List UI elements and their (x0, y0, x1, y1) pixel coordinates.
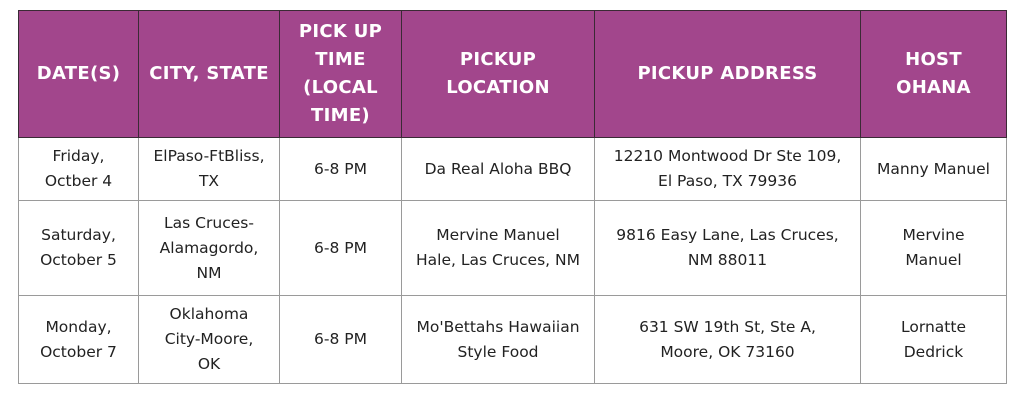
cell-text: Dedrick (903, 342, 964, 361)
cell-text: TX (198, 172, 220, 190)
header-text: CITY, STATE (149, 63, 269, 84)
cell-text: Style Food (457, 342, 539, 361)
cell-pickup-time: 6-8 PM (279, 295, 402, 384)
cell-pickup-time: 6-8 PM (279, 200, 402, 296)
cell-text: October 7 (40, 342, 117, 361)
header-text: PICKUP ADDRESS (637, 63, 818, 84)
cell-text: Manuel (905, 251, 962, 269)
cell-text: Friday, (52, 147, 105, 165)
header-text: HOST (905, 49, 962, 70)
header-pickup-address: PICKUP ADDRESS (594, 10, 861, 138)
cell-text: Da Real Aloha BBQ (424, 159, 572, 178)
cell-text: 9816 Easy Lane, Las Cruces, (616, 226, 839, 244)
cell-dates: Friday, Octber 4 (18, 137, 139, 201)
cell-text: El Paso, TX 79936 (658, 172, 797, 190)
cell-pickup-address: 9816 Easy Lane, Las Cruces, NM 88011 (594, 200, 861, 296)
header-pickup-location: PICKUP LOCATION (401, 10, 595, 138)
cell-text: Alamagordo, (159, 238, 259, 257)
cell-text: 6-8 PM (314, 330, 367, 348)
header-text: TIME) (311, 105, 370, 126)
cell-dates: Monday, October 7 (18, 295, 139, 384)
cell-text: Las Cruces- (164, 213, 254, 232)
cell-city-state: ElPaso-FtBliss, TX (138, 137, 280, 201)
cell-text: NM 88011 (687, 251, 768, 269)
header-dates: DATE(S) (18, 10, 139, 138)
cell-pickup-location: Da Real Aloha BBQ (401, 137, 595, 201)
cell-text: ElPaso-FtBliss, (153, 147, 265, 165)
cell-text: Monday, (45, 317, 112, 336)
header-text: (LOCAL (303, 77, 378, 98)
cell-text: Saturday, (41, 226, 116, 244)
cell-text: 12210 Montwood Dr Ste 109, (613, 147, 842, 165)
cell-text: 6-8 PM (314, 159, 367, 178)
cell-text: Mervine (902, 226, 965, 244)
header-text: TIME (315, 49, 366, 70)
header-text: PICKUP (459, 49, 537, 70)
cell-dates: Saturday, October 5 (18, 200, 139, 296)
cell-text: 6-8 PM (314, 238, 367, 257)
cell-text: Hale, Las Cruces, NM (416, 251, 580, 269)
cell-pickup-time: 6-8 PM (279, 137, 402, 201)
cell-text: Manny Manuel (877, 159, 990, 178)
pickup-schedule-table: DATE(S) CITY, STATE PICK UP TIME (LOCAL TIME)… (18, 10, 1007, 384)
header-row: DATE(S) CITY, STATE PICK UP TIME (LOCAL TIME)… (18, 10, 1007, 138)
header-text: OHANA (896, 77, 971, 98)
cell-text: City-Moore, (164, 330, 254, 348)
cell-text: Oklahoma (169, 305, 249, 323)
header-pickup-time: PICK UP TIME (LOCAL TIME) (279, 10, 402, 138)
cell-text: Moore, OK 73160 (660, 342, 795, 361)
cell-city-state: Las Cruces- Alamagordo, NM (138, 200, 280, 296)
cell-text: OK (197, 355, 221, 373)
table-row: Friday, Octber 4 ElPaso-FtBliss, TX 6-8 PM Da… (18, 137, 1007, 201)
cell-text: Lornatte (901, 317, 966, 336)
cell-text: Mo'Bettahs Hawaiian (416, 317, 580, 336)
cell-text: Octber 4 (44, 172, 113, 190)
header-text: LOCATION (446, 77, 550, 98)
header-text: DATE(S) (36, 63, 121, 84)
header-text: PICK UP (298, 21, 383, 42)
header-city-state: CITY, STATE (138, 10, 280, 138)
cell-text: NM (196, 263, 222, 282)
cell-host-ohana: Manny Manuel (860, 137, 1007, 201)
cell-text: Mervine Manuel (436, 226, 560, 244)
table-row: Saturday, October 5 Las Cruces- Alamagordo,… (18, 200, 1007, 296)
cell-text: 631 SW 19th St, Ste A, (639, 317, 816, 336)
header-host-ohana: HOST OHANA (860, 10, 1007, 138)
cell-pickup-address: 631 SW 19th St, Ste A, Moore, OK 73160 (594, 295, 861, 384)
cell-pickup-address: 12210 Montwood Dr Ste 109, El Paso, TX 79… (594, 137, 861, 201)
cell-text: October 5 (40, 251, 117, 269)
